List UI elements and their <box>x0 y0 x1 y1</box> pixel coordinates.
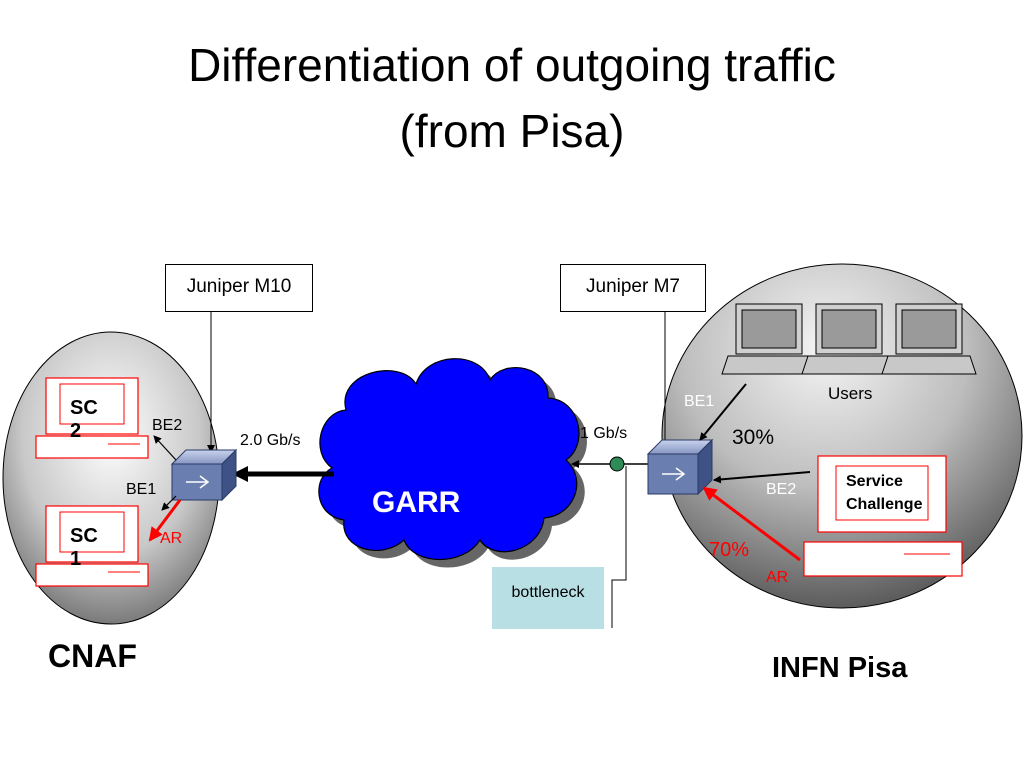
cnaf-be1-label: BE1 <box>126 481 157 498</box>
pisa-ar-label: AR <box>766 569 789 586</box>
user-laptop-icon <box>881 303 977 375</box>
juniper-m7-label: Juniper M7 <box>560 264 706 312</box>
pisa-ar-arrow <box>702 486 801 562</box>
pisa-be2-arrow <box>713 471 811 484</box>
pisa-be2-label: BE2 <box>766 481 797 498</box>
slide-title-line1: Differentiation of outgoing traffic <box>188 39 836 91</box>
pisa-site-name: INFN Pisa <box>772 652 908 684</box>
service-challenge-line2: Challenge <box>846 496 923 513</box>
juniper-m10-label: Juniper M10 <box>165 264 313 312</box>
service-challenge-computer-icon <box>803 455 963 577</box>
sc1-label-line1: SC <box>70 525 98 547</box>
cnaf-be2-label: BE2 <box>152 417 183 434</box>
cnaf-be2-arrow <box>153 435 177 461</box>
cnaf-ar-arrow <box>148 499 182 542</box>
garr-cloud-icon <box>318 358 587 568</box>
pisa-be1-label: BE1 <box>684 393 715 410</box>
sc1-computer-icon <box>35 505 149 587</box>
garr-label: GARR <box>372 486 461 519</box>
sc2-label-line2: 2 <box>70 420 82 442</box>
service-challenge-line1: Service <box>846 473 903 490</box>
pisa-ar-share: 70% <box>709 539 750 561</box>
cnaf-ar-label: AR <box>160 530 183 547</box>
juniper-m7-router-icon <box>646 438 714 496</box>
cnaf-be1-arrow <box>161 495 177 511</box>
left-link-speed: 2.0 Gb/s <box>240 432 301 449</box>
sc2-computer-icon <box>35 377 149 459</box>
sc1-label-line2: 1 <box>70 548 82 570</box>
bottleneck-point <box>609 456 625 472</box>
pisa-be1-arrow <box>699 383 747 441</box>
bottleneck-callout-line <box>611 466 627 628</box>
right-link-speed: 1 Gb/s <box>580 425 628 442</box>
bottleneck-label: bottleneck <box>492 567 604 629</box>
users-label: Users <box>828 384 873 403</box>
cnaf-site-name: CNAF <box>48 638 137 674</box>
juniper-m10-router-icon <box>170 448 238 502</box>
slide-title-line2: (from Pisa) <box>399 105 625 157</box>
user-laptop-icon <box>801 303 897 375</box>
user-laptop-icon <box>721 303 817 375</box>
pisa-be1-share: 30% <box>732 426 775 449</box>
sc2-label-line1: SC <box>70 397 98 419</box>
